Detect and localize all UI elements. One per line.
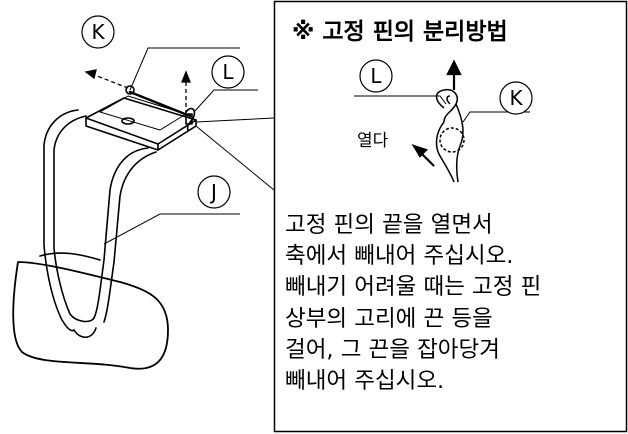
callout-j-main: J (211, 180, 217, 204)
leader-k-main (129, 47, 240, 91)
product-drawing (12, 85, 197, 370)
callout-circle-k-main (81, 15, 115, 49)
pin-detail-drawing (435, 88, 465, 183)
callout-l-main: L (222, 60, 234, 84)
zoom-line-bottom (195, 125, 275, 191)
panel-title: ※ 고정 핀의 분리방법 (292, 19, 508, 45)
instruction-line: 걸어, 그 끈을 잡아당겨 (285, 336, 500, 363)
instruction-line: 빼내어 주십시오. (285, 367, 445, 394)
leader-j-main (103, 213, 240, 245)
instruction-line: 상부의 고리에 끈 등을 (285, 305, 493, 332)
callout-l-detail: L (370, 64, 382, 88)
pull-up-arrow (446, 59, 462, 90)
zoom-line-top (195, 117, 275, 123)
callout-circle-l-main (211, 55, 245, 89)
instruction-line: 빼내기 어려울 때는 고정 핀 (285, 274, 542, 301)
callout-k-detail: K (509, 86, 523, 110)
callout-circle-j-main (197, 175, 231, 209)
open-arrow (411, 144, 435, 167)
callout-circle-k-detail (499, 81, 533, 115)
leader-l-detail (354, 95, 447, 105)
open-label: 열다 (357, 131, 389, 151)
removal-arrows (84, 69, 191, 114)
detail-panel-frame (273, 0, 628, 433)
leader-l-main (193, 89, 258, 113)
instruction-line: 축에서 빼내어 주십시오. (285, 243, 514, 270)
callout-circle-l-detail (359, 59, 393, 93)
callout-k-main: K (91, 20, 105, 44)
instruction-text: 고정 핀의 끝을 열면서 축에서 빼내어 주십시오. 빼내기 어려울 때는 고정… (285, 210, 541, 397)
instruction-line: 고정 핀의 끝을 열면서 (285, 212, 493, 238)
